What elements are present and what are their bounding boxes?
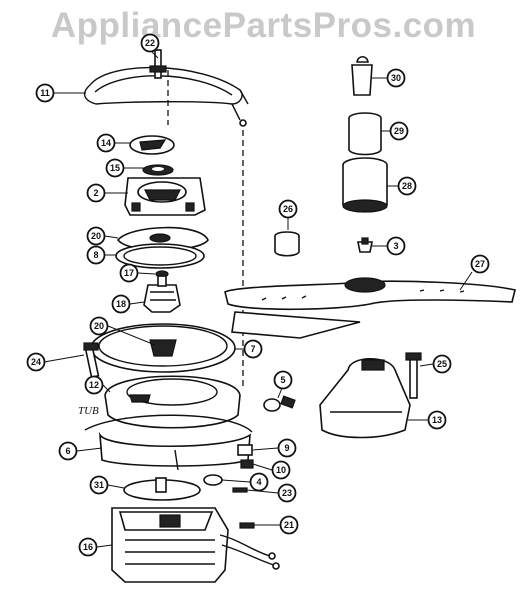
svg-text:13: 13 — [432, 415, 442, 425]
callout-22: 22 — [140, 33, 160, 53]
mounting-bolt[interactable] — [83, 342, 100, 379]
spray-tube-middle[interactable] — [348, 112, 382, 156]
svg-text:4: 4 — [256, 477, 261, 487]
svg-text:8: 8 — [93, 250, 98, 260]
motor-wires[interactable] — [219, 522, 280, 570]
pump-housing[interactable] — [124, 177, 206, 216]
svg-text:2: 2 — [93, 188, 98, 198]
seal-washer[interactable] — [142, 164, 174, 176]
gasket-ring[interactable] — [115, 243, 205, 269]
callout-4: 4 — [249, 472, 269, 492]
callout-7: 7 — [243, 339, 263, 359]
svg-text:24: 24 — [31, 357, 41, 367]
callout-17: 17 — [119, 263, 139, 283]
callout-18: 18 — [111, 294, 131, 314]
spray-arm-nut[interactable] — [357, 237, 373, 253]
callout-25: 25 — [432, 354, 452, 374]
callout-20-upper: 20 — [86, 226, 106, 246]
svg-text:6: 6 — [65, 446, 70, 456]
spray-tube-tip[interactable] — [351, 55, 373, 96]
svg-text:30: 30 — [391, 73, 401, 83]
svg-text:17: 17 — [124, 268, 134, 278]
svg-text:5: 5 — [280, 375, 285, 385]
svg-text:20: 20 — [91, 231, 101, 241]
svg-text:18: 18 — [116, 299, 126, 309]
svg-text:7: 7 — [250, 344, 255, 354]
tub-seal-ring[interactable] — [90, 323, 236, 373]
svg-text:9: 9 — [284, 443, 289, 453]
callout-13: 13 — [427, 410, 447, 430]
svg-text:31: 31 — [94, 480, 104, 490]
svg-text:12: 12 — [89, 380, 99, 390]
svg-text:29: 29 — [394, 126, 404, 136]
svg-text:23: 23 — [282, 488, 292, 498]
svg-text:22: 22 — [145, 38, 155, 48]
svg-text:10: 10 — [276, 465, 286, 475]
grommet[interactable] — [237, 444, 253, 456]
motor[interactable] — [111, 507, 229, 583]
svg-text:15: 15 — [110, 163, 120, 173]
callout-6: 6 — [58, 441, 78, 461]
callout-27: 27 — [470, 254, 490, 274]
svg-text:16: 16 — [83, 542, 93, 552]
watermark: AppliancePartsPros.com — [50, 6, 477, 45]
cover-bolt[interactable] — [405, 352, 422, 399]
callout-9: 9 — [277, 438, 297, 458]
screw[interactable] — [232, 487, 248, 493]
callout-12: 12 — [84, 375, 104, 395]
lower-spray-arm[interactable] — [224, 277, 516, 339]
callout-24: 24 — [26, 352, 46, 372]
callout-28: 28 — [397, 176, 417, 196]
callout-23: 23 — [277, 483, 297, 503]
callout-8: 8 — [86, 245, 106, 265]
callout-26: 26 — [278, 199, 298, 219]
svg-text:27: 27 — [475, 259, 485, 269]
callout-30: 30 — [386, 68, 406, 88]
callout-2: 2 — [86, 183, 106, 203]
callout-29: 29 — [389, 121, 409, 141]
callout-16: 16 — [78, 537, 98, 557]
heater-element[interactable] — [83, 66, 249, 127]
nut[interactable] — [240, 459, 254, 469]
callout-14: 14 — [96, 133, 116, 153]
svg-text:28: 28 — [402, 181, 412, 191]
motor-clamp[interactable] — [203, 474, 223, 486]
hose-clamp[interactable] — [263, 395, 296, 412]
svg-text:3: 3 — [393, 241, 398, 251]
sump-housing[interactable] — [104, 375, 241, 429]
svg-text:11: 11 — [40, 88, 50, 98]
pump-cover[interactable] — [319, 358, 411, 439]
callout-10: 10 — [271, 460, 291, 480]
callout-20-lower: 20 — [89, 316, 109, 336]
tub-label: TUB — [78, 405, 99, 417]
leader-lines — [43, 51, 473, 548]
svg-text:26: 26 — [283, 204, 293, 214]
spray-tube-lower[interactable] — [342, 157, 388, 213]
spacer-cylinder[interactable] — [274, 231, 300, 257]
motor-mount-plate[interactable] — [123, 477, 201, 501]
svg-text:20: 20 — [94, 321, 104, 331]
chopper-blade[interactable] — [143, 275, 181, 313]
callout-3: 3 — [386, 236, 406, 256]
callout-11: 11 — [35, 83, 55, 103]
heater-bolt[interactable] — [149, 49, 167, 79]
callout-21: 21 — [279, 515, 299, 535]
svg-text:25: 25 — [437, 359, 447, 369]
impeller[interactable] — [129, 135, 175, 155]
callout-31: 31 — [89, 475, 109, 495]
callout-5: 5 — [273, 370, 293, 390]
svg-text:21: 21 — [284, 520, 294, 530]
svg-text:14: 14 — [101, 138, 111, 148]
callout-15: 15 — [105, 158, 125, 178]
